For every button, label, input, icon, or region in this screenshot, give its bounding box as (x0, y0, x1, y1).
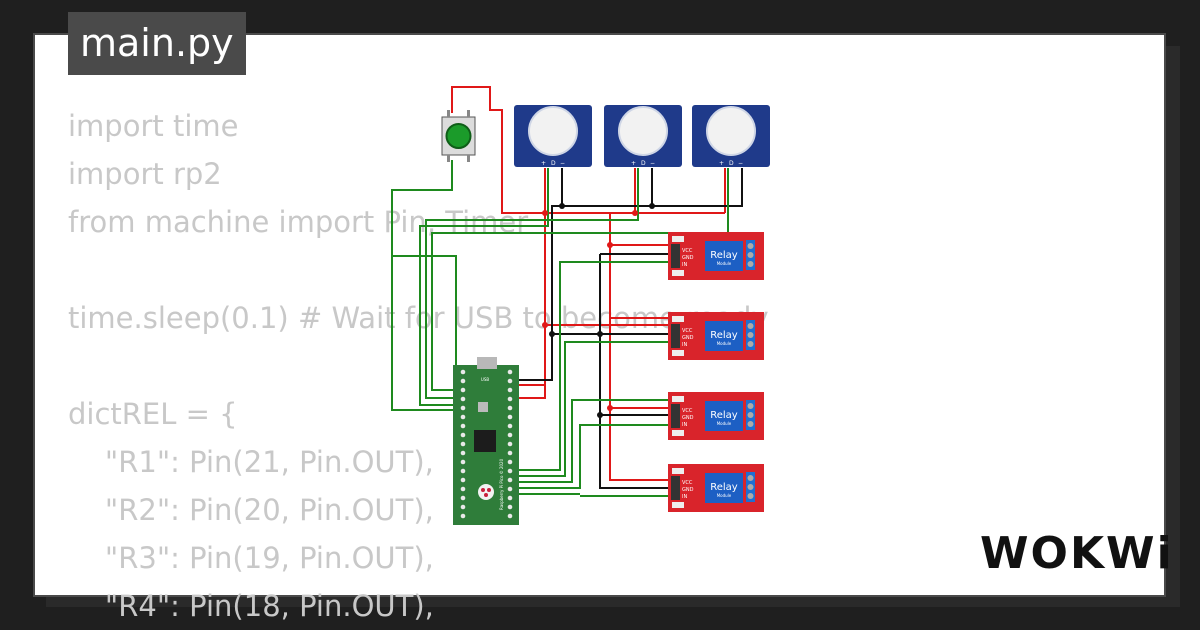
pico-label: Raspberry Pi Pico © 2020 (499, 458, 504, 510)
card-shadow-bottom (46, 597, 1180, 607)
pir-pin-label: − (560, 160, 565, 167)
pir-pin-label: − (650, 160, 655, 167)
pir-pin-label: − (738, 160, 743, 167)
usb-label: USB (481, 377, 489, 382)
code-editor: import time import rp2 from machine import… (68, 102, 769, 630)
relay-title: Relay (710, 482, 738, 493)
code-line: import time (68, 109, 239, 143)
pir-pin-label: D (729, 160, 734, 167)
pir-pin-label: + (541, 160, 546, 167)
relay-subtitle: Module (717, 341, 732, 346)
file-tab[interactable]: main.py (68, 12, 246, 75)
code-line: dictREL = { (68, 397, 238, 431)
wire-junctions (542, 203, 655, 418)
relay-pin-label: IN (682, 342, 687, 348)
pir-sensor[interactable]: + D − (604, 105, 682, 167)
relay-title: Relay (710, 410, 738, 421)
code-line: "R1": Pin(21, Pin.OUT), (68, 445, 434, 479)
relay-module[interactable]: VCC GND IN Relay Module (668, 464, 764, 512)
relay-pin-label: VCC (682, 408, 693, 414)
relay-subtitle: Module (717, 261, 732, 266)
raspberry-logo-icon (478, 484, 494, 500)
relay-pin-label: VCC (682, 248, 693, 254)
relay-module[interactable]: VCC GND IN Relay Module (668, 312, 764, 360)
button-icon[interactable] (441, 110, 476, 162)
code-line: "R4": Pin(18, Pin.OUT), (68, 589, 434, 623)
relay-pin-label: IN (682, 262, 687, 268)
relay-module[interactable]: VCC GND IN Relay Module (668, 392, 764, 440)
relay-subtitle: Module (717, 493, 732, 498)
code-line: from machine import Pin, Timer (68, 205, 529, 239)
relay-subtitle: Module (717, 421, 732, 426)
relay-title: Relay (710, 330, 738, 341)
relay-pin-label: IN (682, 494, 687, 500)
relay-pin-label: GND (682, 255, 694, 261)
relay-pin-label: GND (682, 487, 694, 493)
pir-pin-label: + (631, 160, 636, 167)
relay-pin-label: GND (682, 335, 694, 341)
code-line: import rp2 (68, 157, 222, 191)
relay-pin-label: VCC (682, 480, 693, 486)
relay-module[interactable]: VCC GND IN Relay Module (668, 232, 764, 280)
rp2040-chip (474, 430, 496, 452)
pir-sensor[interactable]: + D − (514, 105, 592, 167)
relay-pin-label: IN (682, 422, 687, 428)
code-line: "R2": Pin(20, Pin.OUT), (68, 493, 434, 527)
pico-board[interactable]: USB Raspberry Pi Pico © 2020 (453, 357, 519, 525)
card-shadow-right (1166, 46, 1180, 606)
relay-title: Relay (710, 250, 738, 261)
code-line: "R3": Pin(19, Pin.OUT), (68, 541, 434, 575)
pir-pin-label: D (551, 160, 556, 167)
relay-pin-label: GND (682, 415, 694, 421)
pir-pin-label: + (719, 160, 724, 167)
relay-pin-label: VCC (682, 328, 693, 334)
pir-sensor[interactable]: + D − (692, 105, 770, 167)
wokwi-logo: WOKWi (980, 528, 1174, 579)
usb-connector-icon (477, 357, 497, 369)
pir-pin-label: D (641, 160, 646, 167)
wires (391, 86, 743, 497)
